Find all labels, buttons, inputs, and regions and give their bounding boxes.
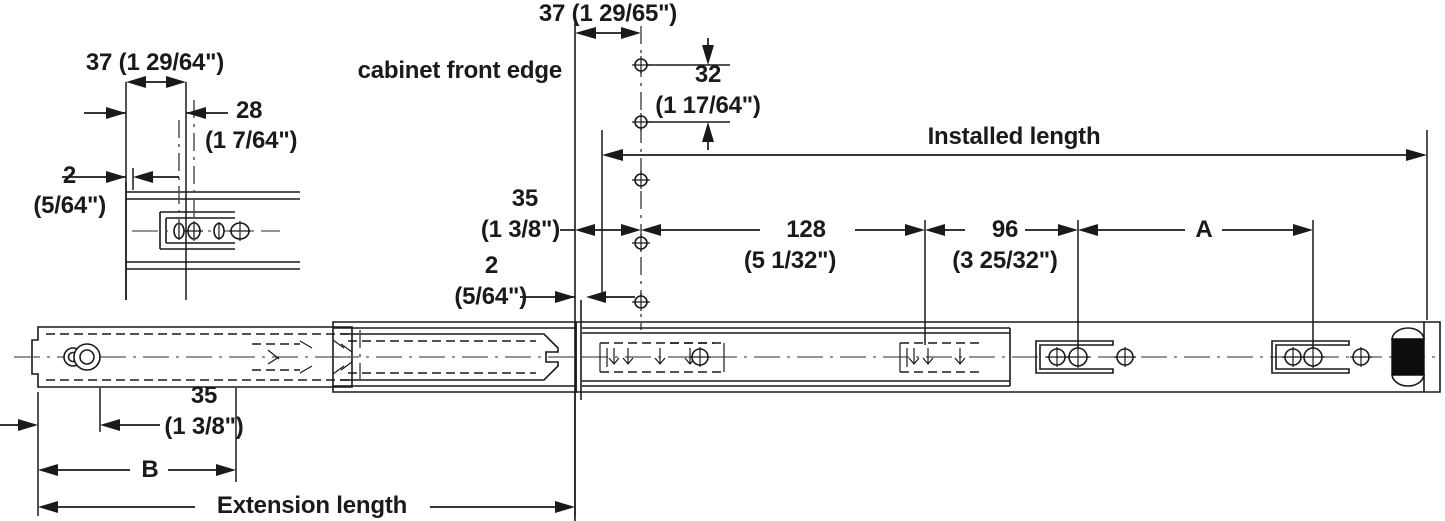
label-detail-inner: 28 bbox=[236, 97, 263, 124]
slide-left-rivets bbox=[64, 344, 100, 370]
bracket-rear-hole-3 bbox=[1350, 347, 1372, 367]
label-installed-length: Installed length bbox=[927, 123, 1101, 150]
bottom-dimension-group bbox=[0, 388, 575, 516]
cabinet-front-edge-line bbox=[575, 23, 581, 521]
label-span-a: A bbox=[1195, 216, 1213, 243]
label-front-offset: 37 (1 29/65") bbox=[538, 0, 678, 27]
bracket-rear-hole-1 bbox=[1282, 347, 1304, 367]
label-span-128: 128 bbox=[786, 216, 826, 243]
slide-rear-detent bbox=[900, 343, 980, 372]
hole-pattern-column bbox=[575, 26, 730, 330]
slide-bracket-rear bbox=[1272, 341, 1372, 373]
label-extension-length: Extension length bbox=[216, 492, 408, 519]
slide-mid-hole bbox=[670, 343, 714, 367]
installed-length-dimension bbox=[602, 130, 1427, 320]
label-first-hole: 35 bbox=[511, 185, 538, 212]
detail-cross-section bbox=[62, 76, 300, 300]
label-rear-offset: 35 bbox=[190, 382, 218, 409]
bracket-front-hole-2 bbox=[1066, 346, 1090, 368]
pattern-hole-3 bbox=[632, 171, 650, 189]
slide-inner-member bbox=[14, 327, 352, 387]
slide-cabinet-member bbox=[576, 322, 1440, 392]
slide-bracket-front bbox=[1036, 341, 1136, 373]
bracket-rear-hole-2 bbox=[1301, 346, 1325, 368]
label-cabinet-front-edge: cabinet front edge bbox=[357, 57, 563, 84]
label-detail-inner-fraction: (1 7/64") bbox=[205, 127, 298, 154]
label-span-128-fraction: (5 1/32") bbox=[743, 247, 837, 274]
main-dimension-row bbox=[520, 220, 1313, 352]
detail-hole-4 bbox=[229, 221, 251, 241]
slide-intermediate-member bbox=[333, 322, 576, 392]
bracket-front-hole-1 bbox=[1046, 347, 1068, 367]
pattern-hole-5 bbox=[632, 293, 650, 311]
drawer-slide-assembly bbox=[14, 322, 1440, 392]
label-span-b: B bbox=[141, 456, 159, 483]
pattern-hole-2 bbox=[632, 113, 650, 131]
label-plate-gap: 2 bbox=[484, 252, 498, 279]
detail-hole-3 bbox=[213, 222, 225, 240]
label-hole-spacing: 32 bbox=[694, 61, 722, 88]
label-span-96: 96 bbox=[991, 216, 1019, 243]
label-hole-spacing-fraction: (1 17/64") bbox=[655, 92, 761, 119]
pattern-hole-4 bbox=[632, 234, 650, 252]
label-rear-offset-fraction: (1 3/8") bbox=[164, 413, 244, 440]
label-plate-gap-fraction: (5/64") bbox=[454, 283, 527, 310]
slide-rear-stop-block bbox=[1392, 322, 1424, 392]
label-first-hole-fraction: (1 3/8") bbox=[480, 216, 560, 243]
label-span-96-fraction: (3 25/32") bbox=[952, 247, 1058, 274]
label-detail-gap-fraction: (5/64") bbox=[33, 192, 106, 219]
label-detail-width: 37 (1 29/64") bbox=[85, 49, 225, 76]
label-detail-gap: 2 bbox=[62, 162, 76, 189]
bracket-front-hole-3 bbox=[1114, 347, 1136, 367]
